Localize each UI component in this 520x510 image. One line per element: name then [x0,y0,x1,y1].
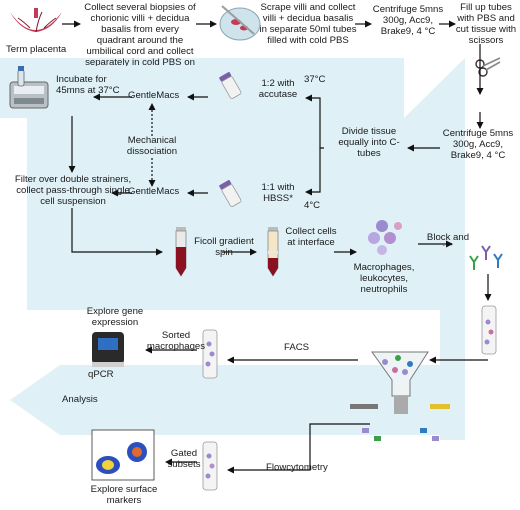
gated-subsets-label: Gated subsets [167,448,201,470]
ficoll-tube-icon [175,227,187,277]
incubator-icon [9,66,49,109]
gentlemacs-bottom-label: GentleMacs [128,186,180,197]
mechanical-dissociation-label: Mechanical dissociation [126,135,178,157]
collect-biopsies-label: Collect several biopsies of chorionic vi… [84,2,196,66]
immune-cells-icon [368,220,402,255]
qpcr-machine-icon [92,332,124,367]
accutase-label: 1:2 with accutase [258,78,298,100]
term-placenta-label: Term placenta [6,44,67,55]
centrifuge-right-label: Centrifuge 5mns 300g, Acc9, Brake9, 4 °C [442,128,514,161]
temp-37-label: 37°C [304,74,326,85]
explore-gene-label: Explore gene expression [86,306,144,328]
temp-4-label: 4°C [304,200,321,211]
flowcytometry-label: Flowcytometry [266,462,328,473]
centrifuge-top-label: Centrifuge 5mns 300g, Acc9, Brake9, 4 °C [372,4,444,37]
flow-plot-icon [91,429,155,481]
explore-surface-label: Explore surface markers [90,484,158,506]
flow-cytometer-icon [350,351,450,441]
incubate-label: Incubate for 45mns at 37°C [56,74,120,96]
block-stain-label: Block and stain [426,232,470,246]
facs-label: FACS [284,342,310,353]
antibodies-icon [469,245,503,270]
sorted-tube-icon [202,329,218,379]
qpcr-label: qPCR [88,369,114,380]
arrows [62,20,492,474]
gentlemacs-top-label: GentleMacs [128,90,180,101]
tube-hbss-icon [219,179,242,207]
fill-tubes-label: Fill up tubes with PBS and cut tissue wi… [455,2,517,46]
scrape-villi-label: Scrape villi and collect villi + decidua… [259,2,357,46]
immune-cell-types-label: Macrophages, leukocytes, neutrophils [353,262,415,295]
stained-tube-icon [481,305,497,355]
term-placenta-icon [10,8,62,33]
hbss-label: 1:1 with HBSS* [261,182,295,204]
gated-tube-icon [202,441,218,491]
separated-tube-icon [267,227,279,277]
divide-tissue-label: Divide tissue equally into C-tubes [338,126,400,159]
ficoll-label: Ficoll gradient spin [194,236,254,258]
tube-accutase-icon [219,71,242,99]
sorted-macrophages-label: Sorted macrophages [146,330,206,352]
collect-cells-label: Collect cells at interface [285,226,337,248]
petri-dish-icon [219,5,261,41]
text-labels: Term placenta Collect several biopsies o… [6,2,517,506]
filter-label: Filter over double strainers, collect pa… [14,174,132,207]
analysis-label: Analysis [62,394,98,405]
